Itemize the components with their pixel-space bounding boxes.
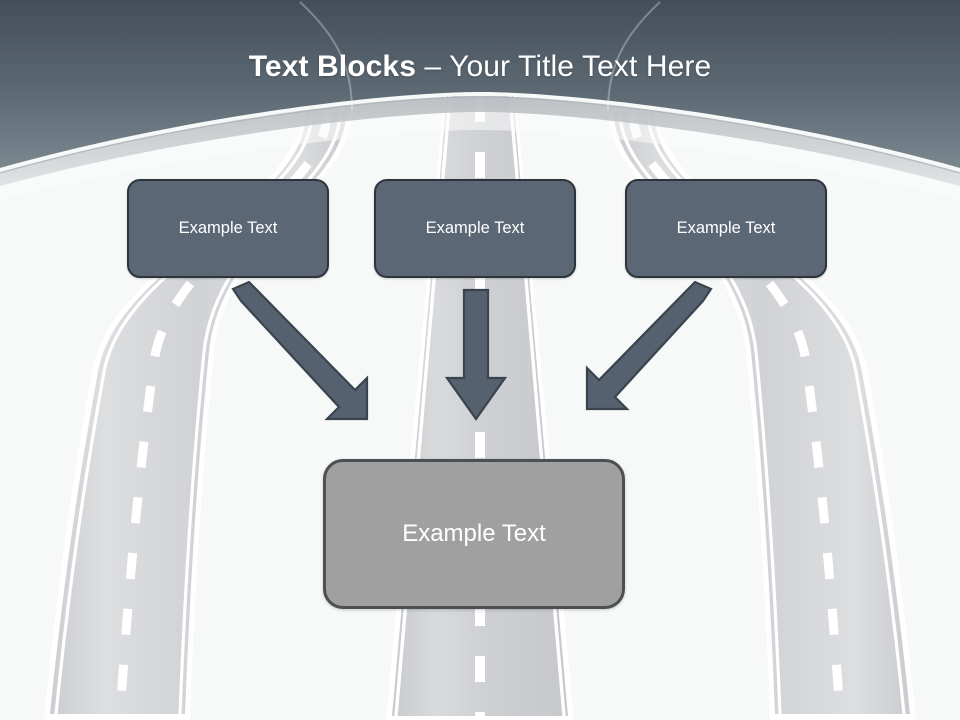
text-block-left-label: Example Text bbox=[178, 219, 278, 237]
horizon-band bbox=[0, 96, 960, 186]
text-block-left[interactable]: Example Text bbox=[127, 179, 329, 278]
text-block-middle-label: Example Text bbox=[425, 219, 525, 237]
middle-arrow bbox=[444, 288, 508, 421]
text-block-middle[interactable]: Example Text bbox=[374, 179, 576, 278]
left-arrow bbox=[231, 280, 369, 421]
text-block-result[interactable]: Example Text bbox=[323, 459, 625, 609]
text-block-right[interactable]: Example Text bbox=[625, 179, 827, 278]
text-block-result-label: Example Text bbox=[402, 520, 546, 547]
header-sky-group bbox=[0, 0, 960, 200]
right-arrow bbox=[585, 280, 713, 411]
text-block-right-label: Example Text bbox=[676, 219, 776, 237]
far-road-traces bbox=[299, 1, 661, 111]
